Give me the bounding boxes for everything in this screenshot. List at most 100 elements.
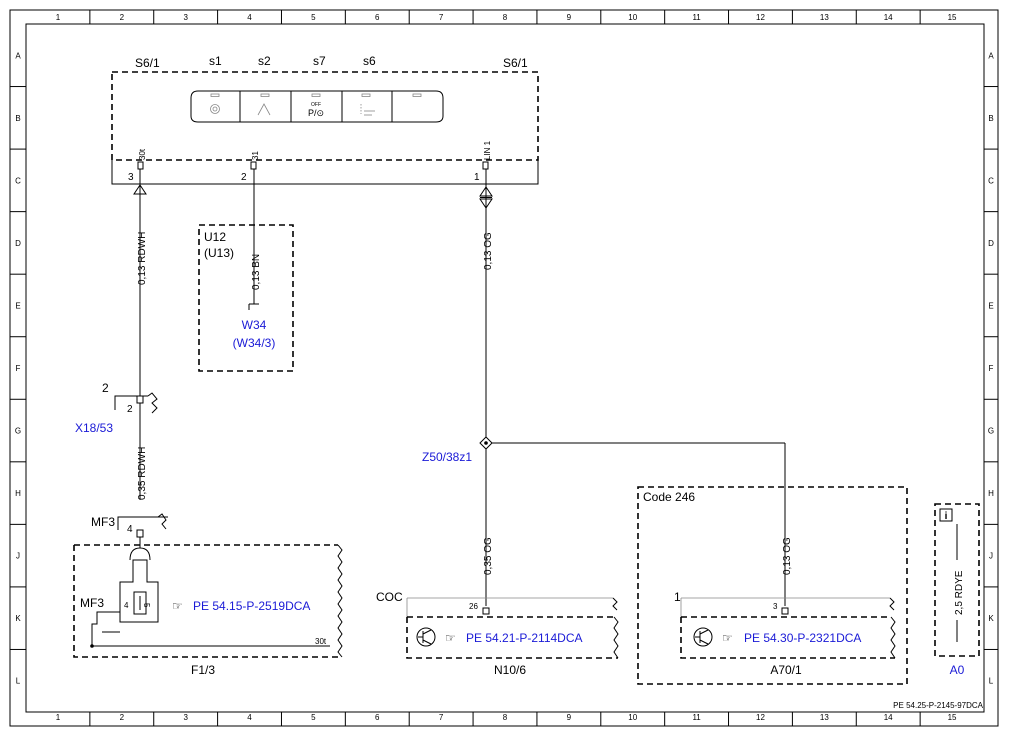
wire-rdwh-upper: 0,13 RDWH xyxy=(133,169,148,396)
pin-name-lin1: LIN 1 xyxy=(483,140,492,160)
pointing-hand-icon-n10: ☞ xyxy=(445,631,456,645)
row-letter: F xyxy=(16,364,21,373)
pointing-hand-icon: ☞ xyxy=(172,599,183,613)
column-number: 10 xyxy=(628,13,637,22)
u12-box: U12 (U13) 0,13 BN W34 (W34/3) xyxy=(198,169,294,372)
x18-pin-outer: 2 xyxy=(102,381,109,395)
row-letter: G xyxy=(988,427,994,436)
n10-pin: 26 xyxy=(469,602,478,611)
row-letter: H xyxy=(988,489,994,498)
column-number: 12 xyxy=(756,713,765,722)
a70-ref-link[interactable]: PE 54.30-P-2321DCA xyxy=(744,631,861,645)
connector-down-icon xyxy=(479,198,493,209)
a70-pin: 3 xyxy=(773,602,778,611)
row-letter: K xyxy=(988,614,994,623)
row-letter: D xyxy=(988,239,994,248)
row-letter: B xyxy=(988,114,993,123)
column-number: 6 xyxy=(375,713,380,722)
w34-link[interactable]: W34 xyxy=(242,318,267,332)
column-number: 7 xyxy=(439,13,444,22)
row-letter: K xyxy=(15,614,21,623)
coc-label: COC xyxy=(376,590,403,604)
panel-label-left: S6/1 xyxy=(135,56,160,70)
column-number: 11 xyxy=(692,13,701,22)
wire-og-upper: 0,13 OG xyxy=(479,169,494,437)
pin-lin1: LIN 1 1 xyxy=(474,140,492,183)
x18-pin-inner: 2 xyxy=(127,404,133,415)
column-number: 15 xyxy=(948,13,957,22)
triangle-button-icon xyxy=(257,103,271,116)
row-letter: A xyxy=(988,51,994,60)
column-number: 14 xyxy=(884,13,893,22)
u13-label: (U13) xyxy=(204,246,234,260)
column-grid: 1122334455667788991010111112121313141415… xyxy=(56,10,957,726)
wire-label-rdwh-035: 0,35 RDWH xyxy=(137,447,148,500)
a70-1-label: A70/1 xyxy=(770,663,802,677)
off-label: OFF xyxy=(311,102,321,108)
f1-3-label: F1/3 xyxy=(191,663,215,677)
u12-label: U12 xyxy=(204,230,226,244)
n10-ref-link[interactable]: PE 54.21-P-2114DCA xyxy=(466,631,583,645)
row-letter: A xyxy=(15,51,21,60)
column-number: 6 xyxy=(375,13,380,22)
column-number: 3 xyxy=(183,713,188,722)
pin-num-3: 3 xyxy=(128,172,134,183)
row-letter: G xyxy=(15,427,21,436)
sensor-button-icon xyxy=(360,104,375,116)
row-letter: H xyxy=(15,489,21,498)
row-letter: J xyxy=(989,552,993,561)
f1-ref-link[interactable]: PE 54.15-P-2519DCA xyxy=(193,599,310,613)
code-246-title: Code 246 xyxy=(643,490,695,504)
pin-31: 31 2 xyxy=(241,151,260,183)
connector-up-icon xyxy=(479,186,493,197)
mf3-left-label: MF3 xyxy=(80,596,104,610)
column-number: 4 xyxy=(247,713,252,722)
frame xyxy=(9,9,999,727)
module-n10: COC 26 ☞ PE 54.21-P-2114DCA N10/6 xyxy=(376,590,619,677)
row-letter: B xyxy=(15,114,20,123)
row-letter: J xyxy=(16,552,20,561)
column-number: 8 xyxy=(503,13,508,22)
column-number: 11 xyxy=(692,713,701,722)
pin-name-31: 31 xyxy=(251,151,260,160)
x18-53-link[interactable]: X18/53 xyxy=(75,421,113,435)
transistor-icon xyxy=(416,627,436,647)
column-number: 4 xyxy=(247,13,252,22)
switch-label-s7: s7 xyxy=(313,54,326,68)
circle-button-icon xyxy=(210,104,220,114)
a0-link[interactable]: A0 xyxy=(950,663,965,677)
column-number: 13 xyxy=(820,13,829,22)
w34-3-link[interactable]: (W34/3) xyxy=(233,336,276,350)
pointing-hand-icon-a70: ☞ xyxy=(722,631,733,645)
fuse-block-f1: MF3 4 4 5 MF3 30t ☞ PE 54.15-P-2519DCA F… xyxy=(73,513,343,677)
z50-link[interactable]: Z50/38z1 xyxy=(422,450,472,464)
column-number: 10 xyxy=(628,713,637,722)
column-number: 2 xyxy=(120,13,125,22)
mf3-top-label: MF3 xyxy=(91,515,115,529)
wire-label-bn-013: 0,13 BN xyxy=(251,254,262,290)
n10-6-label: N10/6 xyxy=(494,663,526,677)
row-letter: F xyxy=(989,364,994,373)
row-letter: L xyxy=(989,677,994,686)
row-letter: C xyxy=(15,176,21,185)
switch-label-s6: s6 xyxy=(363,54,376,68)
row-letter: D xyxy=(15,239,21,248)
column-number: 12 xyxy=(756,13,765,22)
column-number: 7 xyxy=(439,713,444,722)
splice-z50: Z50/38z1 0,35 OG 0,13 OG xyxy=(422,436,793,606)
column-number: 3 xyxy=(183,13,188,22)
switch-label-s1: s1 xyxy=(209,54,222,68)
pin-num-1: 1 xyxy=(474,172,480,183)
fuse-pin-4: 4 xyxy=(124,601,129,610)
info-icon[interactable] xyxy=(939,508,953,522)
column-number: 13 xyxy=(820,713,829,722)
row-letter: L xyxy=(16,677,21,686)
column-number: 2 xyxy=(120,713,125,722)
column-number: 15 xyxy=(948,713,957,722)
bus-label-30t: 30t xyxy=(315,637,327,646)
pin-name-30t: 30t xyxy=(138,148,147,160)
fuse-pin-top: 4 xyxy=(127,524,133,535)
fuse-component-icon xyxy=(119,537,159,623)
